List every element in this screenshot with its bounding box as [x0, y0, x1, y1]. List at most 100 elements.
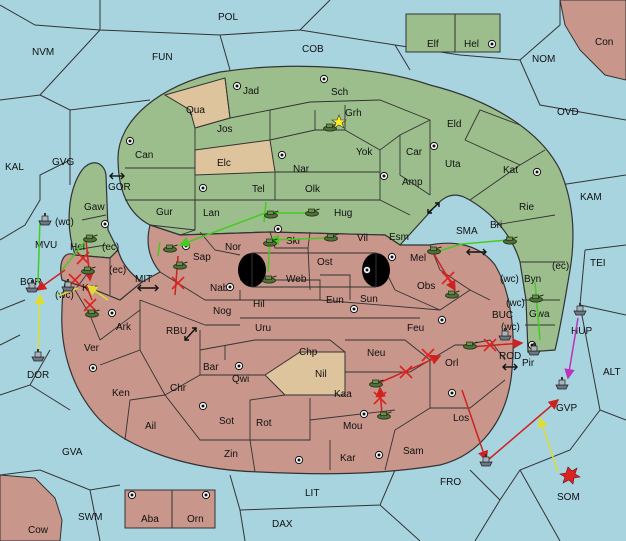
sea-fro: FRO	[440, 477, 461, 488]
sea-mvu: MVU	[35, 240, 57, 251]
label-orl: Orl	[445, 358, 458, 369]
supply-center	[198, 401, 208, 411]
label-hel-north: Hel	[464, 39, 479, 50]
sea-swm: SWM	[78, 512, 102, 523]
province-con[interactable]	[559, 0, 626, 81]
supply-center	[127, 490, 137, 500]
label-rot: Rot	[256, 418, 272, 429]
label-sap: Sap	[193, 252, 211, 263]
label-jad: Jad	[243, 86, 259, 97]
label-gwa: Gwa	[529, 309, 550, 320]
supply-center	[447, 388, 457, 398]
sea-fun: FUN	[152, 52, 173, 63]
label-byn: Byn	[524, 274, 541, 285]
sea-tei: TEI	[590, 258, 606, 269]
sea-alt: ALT	[603, 367, 621, 378]
supply-center	[379, 171, 389, 181]
label-can: Can	[135, 150, 153, 161]
strait-arrow-sma-2	[466, 248, 487, 256]
sea-rod: ROD	[499, 351, 521, 362]
province-cow[interactable]	[0, 474, 63, 541]
coast-tag-byn-ec: (ec)	[552, 261, 569, 272]
label-sun: Sun	[360, 294, 378, 305]
label-web: Web	[286, 274, 307, 285]
island-elf-hel	[405, 13, 501, 53]
supply-center	[359, 409, 369, 419]
province-cow-label: Cow	[28, 525, 49, 536]
label-eld: Eld	[447, 119, 461, 130]
label-bri: Bri	[490, 220, 502, 231]
label-neu: Neu	[367, 348, 385, 359]
supply-center	[349, 304, 359, 314]
label-skr: Skr	[286, 236, 302, 247]
label-pir: Pir	[522, 358, 535, 369]
sea-ovd: OVD	[557, 107, 579, 118]
supply-center	[225, 282, 235, 292]
label-jos: Jos	[217, 124, 233, 135]
label-mou: Mou	[343, 421, 362, 432]
sea-buc: BUC	[492, 310, 513, 321]
label-feu: Feu	[407, 323, 424, 334]
sea-sma: SMA	[456, 226, 478, 237]
supply-center	[201, 490, 211, 500]
label-kar: Kar	[340, 453, 356, 464]
label-qua: Qua	[186, 105, 205, 116]
label-nab: Nab	[210, 283, 229, 294]
label-qwi: Qwi	[232, 374, 249, 385]
supply-center	[487, 39, 497, 49]
label-gur: Gur	[156, 207, 173, 218]
coast-tag-kor-ec: (ec)	[109, 265, 126, 276]
coast-tag-kor-wc: (wc)	[55, 290, 74, 301]
label-ost: Ost	[317, 257, 333, 268]
sea-con: Con	[595, 37, 613, 48]
sea-rbu: RBU	[166, 326, 187, 337]
sea-nom: NOM	[532, 54, 555, 65]
label-gaw: Gaw	[84, 202, 105, 213]
coast-tag-hel: (ec)	[102, 242, 119, 253]
sea-dax: DAX	[272, 519, 293, 530]
label-hug: Hug	[334, 208, 352, 219]
island-aba-orn	[124, 489, 216, 529]
label-nog: Nog	[213, 306, 231, 317]
strait-arrow-gor	[109, 172, 125, 180]
label-hel-west: Hel	[70, 242, 85, 253]
explosion-icon	[559, 466, 581, 485]
label-sam: Sam	[403, 446, 424, 457]
label-elf: Elf	[427, 39, 439, 50]
label-yok: Yok	[356, 147, 373, 158]
orders-magenta	[564, 317, 579, 380]
sea-bor: BOR	[20, 277, 42, 288]
province-nil[interactable]	[264, 351, 346, 396]
coast-tags: (wc) (ec) (ec) (wc) (wc) (ec) (wc) (wc)	[55, 217, 569, 333]
sea-gor: GOR	[108, 182, 131, 193]
label-sot: Sot	[219, 416, 234, 427]
sea-hup: HUP	[571, 326, 592, 337]
label-chr: Chr	[170, 383, 187, 394]
supply-center	[277, 150, 287, 160]
label-olk: Olk	[305, 184, 321, 195]
supply-center	[198, 183, 208, 193]
label-bar: Bar	[203, 362, 219, 373]
supply-center	[374, 450, 384, 460]
province-labels: Elf Hel Jad Sch Qua Grh Jos Eld Can Yok …	[70, 39, 550, 525]
coast-tag-gwa-wc: (wc)	[506, 298, 525, 309]
sea-gvp: GVP	[556, 403, 577, 414]
supply-center	[362, 265, 372, 275]
star-icon	[331, 114, 347, 129]
supply-center	[88, 363, 98, 373]
label-ark: Ark	[116, 322, 132, 333]
label-tel: Tel	[252, 184, 265, 195]
supply-center	[294, 455, 304, 465]
supply-center	[387, 252, 397, 262]
label-esm: Esm	[389, 232, 409, 243]
label-elc: Elc	[217, 158, 231, 169]
sea-lit: LIT	[305, 488, 319, 499]
label-nil: Nil	[315, 369, 327, 380]
label-uru: Uru	[255, 323, 271, 334]
sea-dor: DOR	[27, 370, 49, 381]
label-ken: Ken	[112, 388, 130, 399]
label-mel: Mel	[410, 253, 426, 264]
label-ail: Ail	[145, 421, 156, 432]
coast-tag-mvu: (wc)	[55, 217, 74, 228]
